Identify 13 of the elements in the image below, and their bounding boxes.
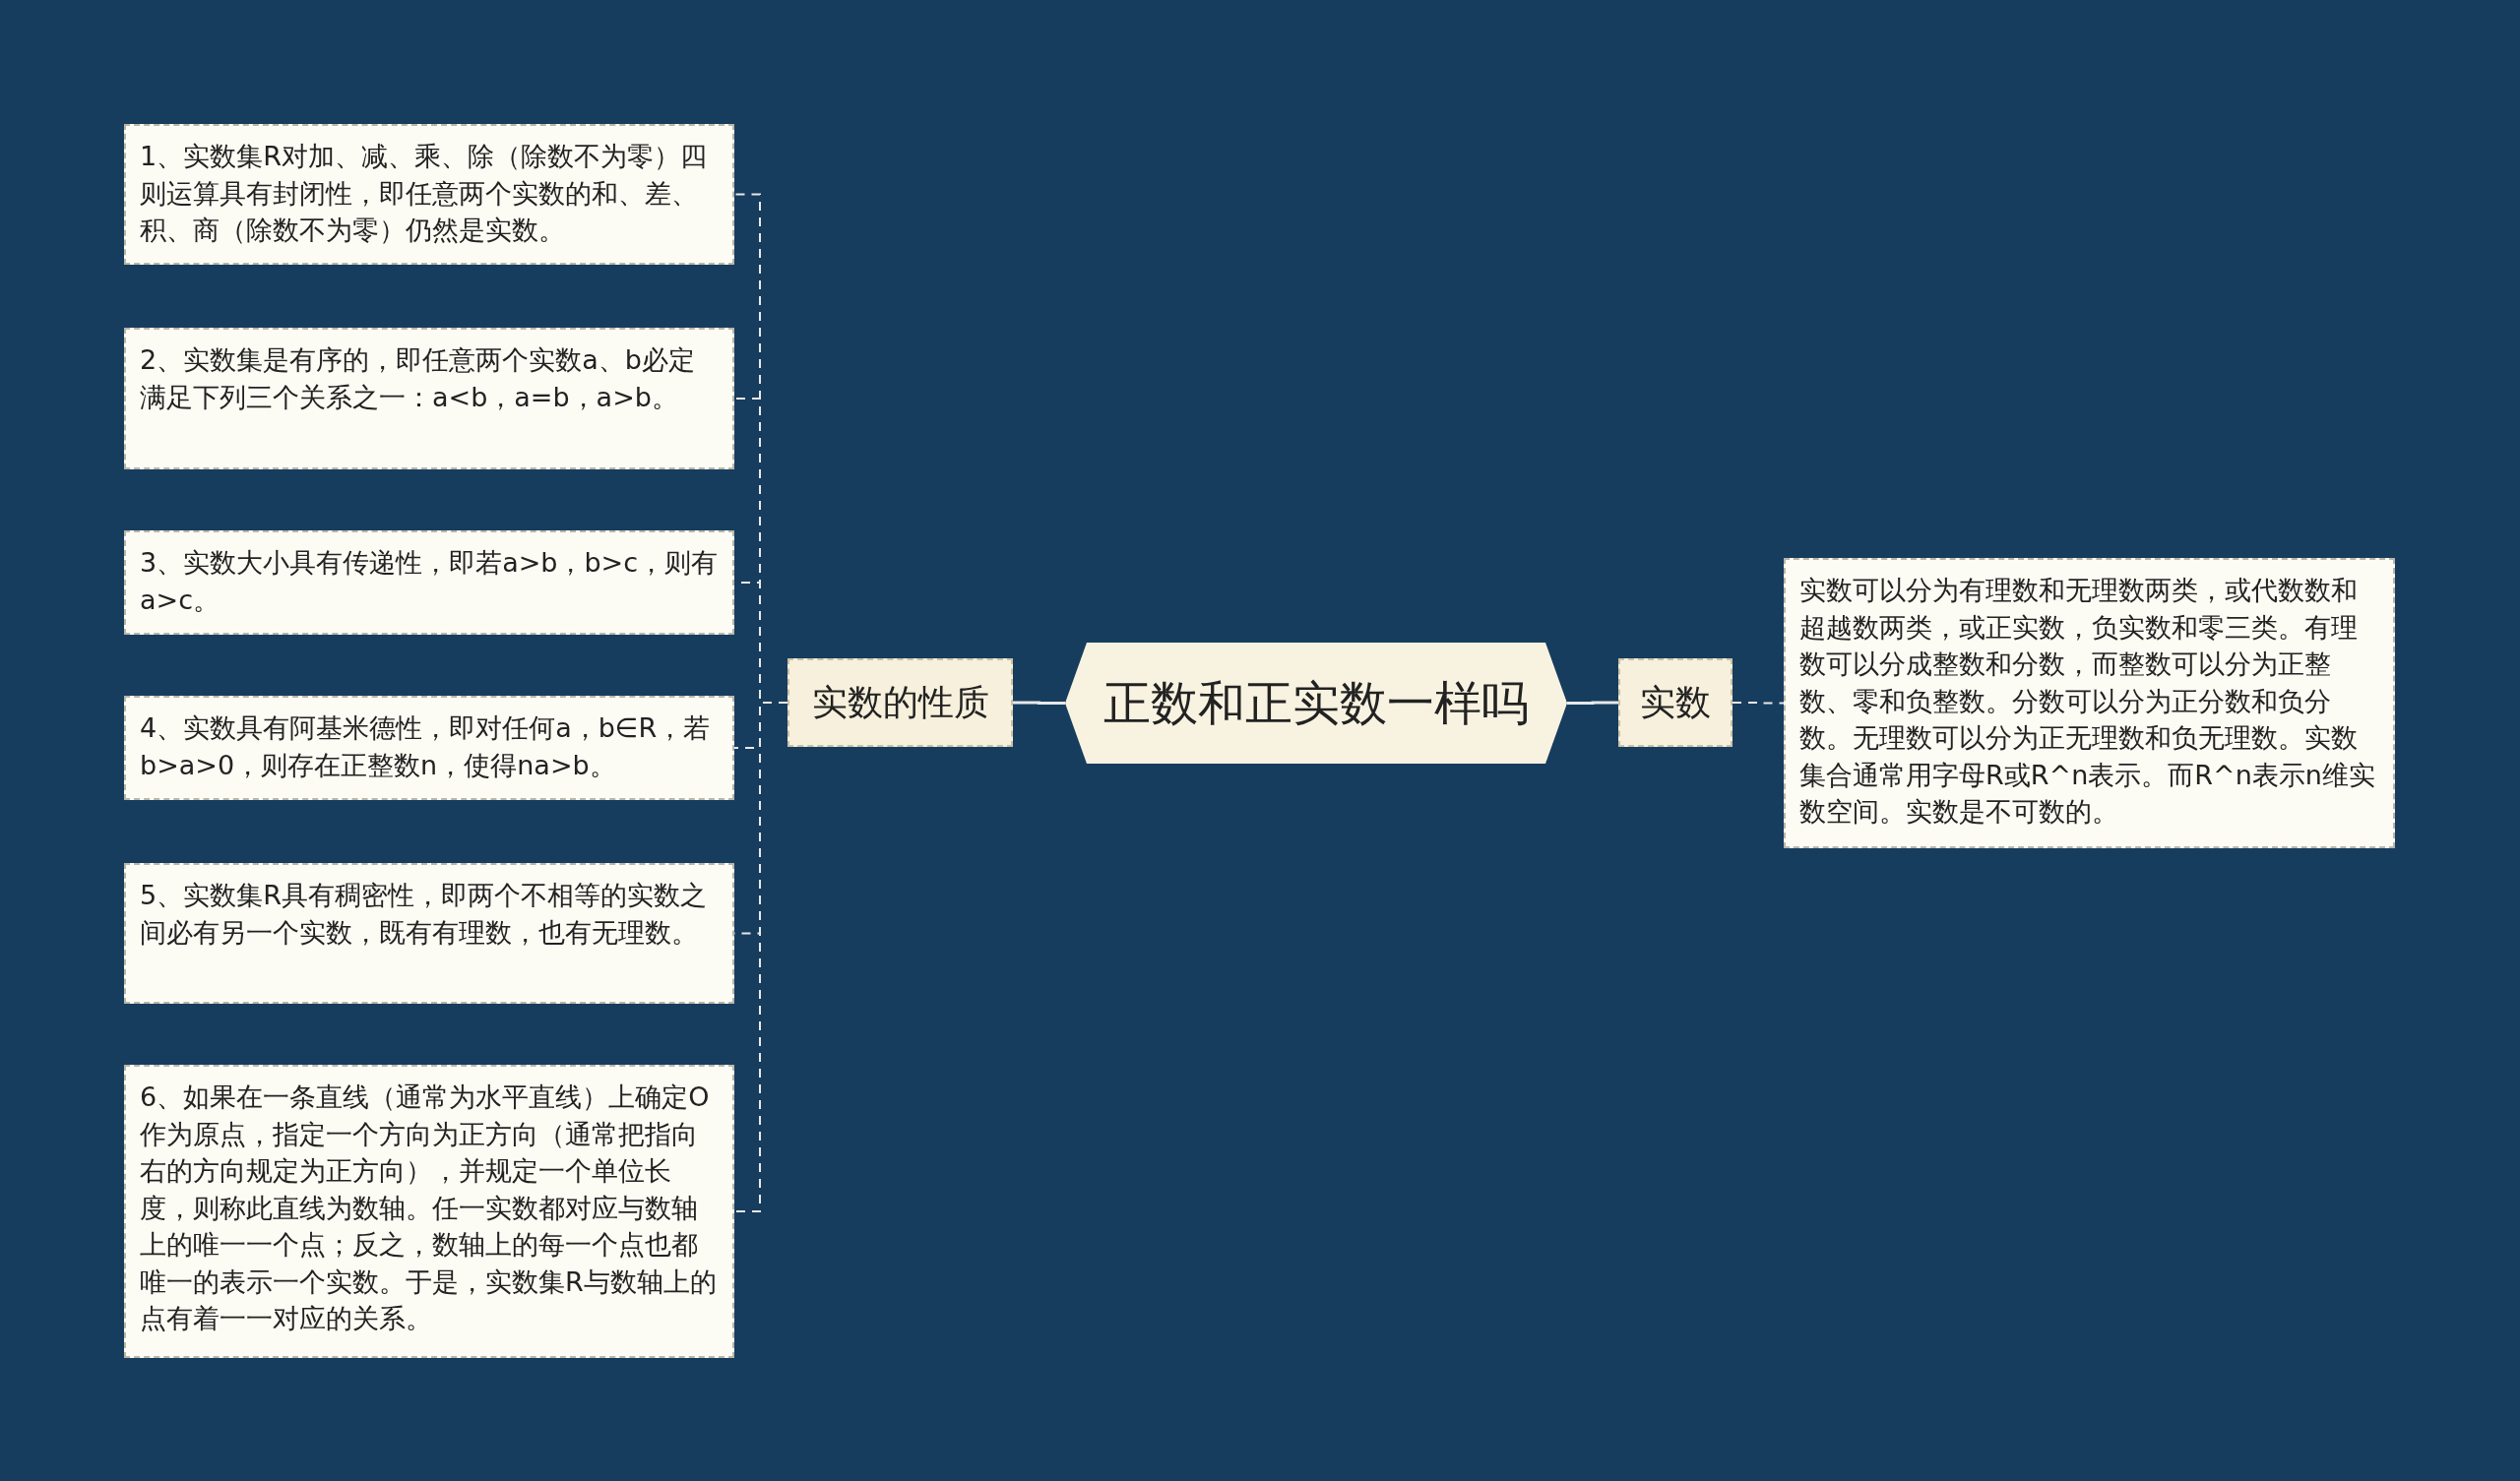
connector-line [1732, 702, 1785, 705]
text-box: 3、实数大小具有传递性，即若a>b，b>c，则有a>c。 [124, 530, 734, 635]
text-box: 6、如果在一条直线（通常为水平直线）上确定O作为原点，指定一个方向为正方向（通常把指向右的方向规定为正方向），并规定一个单位长度，则称此直线为数轴。任一实数都对应与数轴上的唯一一个点；反之，数轴上的每一个点也都唯一的表示一个实数。于是，实数集R与数轴上的点有着一一对应的关系。 [124, 1065, 734, 1358]
topic-box: 实数的性质 [788, 658, 1013, 747]
text-box: 1、实数集R对加、减、乘、除（除数不为零）四则运算具有封闭性，即任意两个实数的和、差、积、商（除数不为零）仍然是实数。 [124, 124, 734, 265]
central-topic-hexagon: 正数和正实数一样吗 [1065, 643, 1567, 764]
topic-box: 实数 [1618, 658, 1732, 747]
text-box: 2、实数集是有序的，即任意两个实数a、b必定满足下列三个关系之一：a<b，a=b，a>b。 [124, 328, 734, 469]
text-box: 4、实数具有阿基米德性，即对任何a，b∈R，若b>a>0，则存在正整数n，使得na>b。 [124, 696, 734, 800]
connector-line [1013, 701, 1065, 705]
text-box: 实数可以分为有理数和无理数两类，或代数数和超越数两类，或正实数，负实数和零三类。有理数可以分成整数和分数，而整数可以分为正整数、零和负整数。分数可以分为正分数和负分数。无理数可以分为正无理数和负无理数。实数集合通常用字母R或R^n表示。而R^n表示n维实数空间。实数是不可数的。 [1784, 558, 2395, 848]
text-box: 5、实数集R具有稠密性，即两个不相等的实数之间必有另一个实数，既有有理数，也有无理数。 [124, 863, 734, 1004]
connector-line [1567, 701, 1618, 705]
